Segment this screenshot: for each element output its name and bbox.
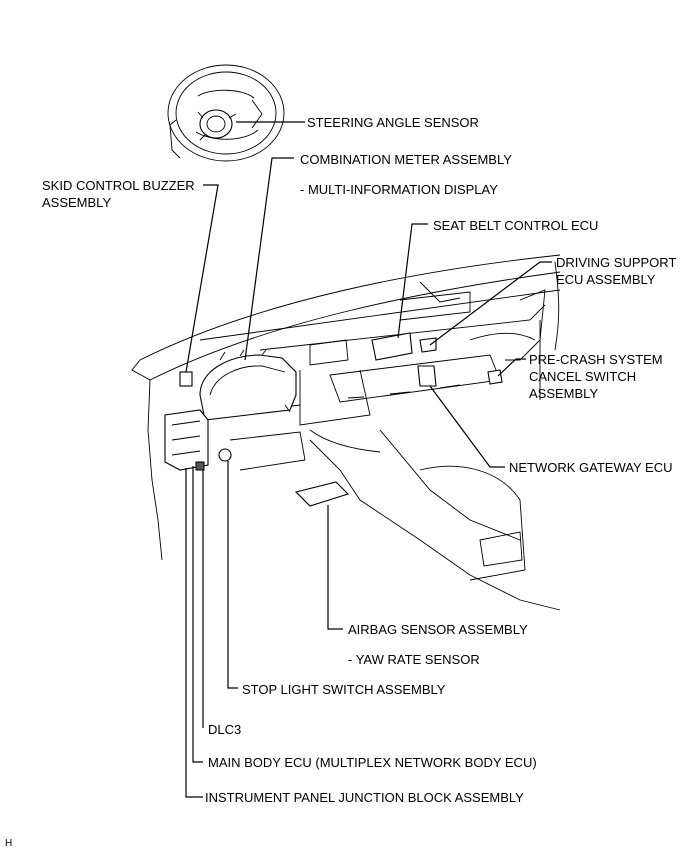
label-main-body-ecu: MAIN BODY ECU (MULTIPLEX NETWORK BODY EC… — [208, 755, 537, 770]
leader-ip-junction — [185, 468, 203, 798]
airbag-sensor-part — [294, 481, 350, 507]
leader-pre-crash — [497, 358, 526, 377]
combination-meter — [199, 349, 297, 421]
label-skid-buzzer: SKID CONTROL BUZZER ASSEMBLY — [42, 178, 195, 210]
label-network-gateway-ecu: NETWORK GATEWAY ECU — [509, 460, 673, 475]
label-dlc3: DLC3 — [208, 722, 242, 737]
leader-combination-meter — [244, 157, 294, 361]
leader-lines — [185, 121, 552, 798]
label-driving-support-ecu: DRIVING SUPPORT ECU ASSEMBLY — [556, 255, 677, 287]
junction-block-part — [164, 409, 209, 471]
label-seat-belt-ecu: SEAT BELT CONTROL ECU — [433, 218, 599, 233]
leader-stop-light — [227, 461, 238, 689]
seat-belt-ecu-part — [371, 332, 413, 361]
skid-buzzer-part — [179, 371, 193, 387]
steering-wheel — [167, 64, 285, 162]
label-yaw-rate-sensor: - YAW RATE SENSOR — [348, 652, 480, 667]
leader-driving-support — [429, 261, 552, 346]
leader-skid-buzzer — [185, 184, 219, 373]
leader-network-gateway — [429, 385, 505, 468]
label-stop-light-switch: STOP LIGHT SWITCH ASSEMBLY — [242, 682, 446, 697]
label-multi-info-display: - MULTI-INFORMATION DISPLAY — [300, 182, 498, 197]
stop-light-switch-part — [218, 448, 232, 462]
label-combination-meter: COMBINATION METER ASSEMBLY — [300, 152, 512, 167]
leader-seat-belt-ecu — [397, 223, 428, 339]
label-pre-crash-switch: PRE-CRASH SYSTEM CANCEL SWITCH ASSEMBLY — [529, 352, 663, 401]
pre-crash-switch-part — [487, 369, 503, 385]
leader-airbag-sensor — [327, 505, 343, 630]
label-steering-angle-sensor: STEERING ANGLE SENSOR — [307, 115, 479, 130]
label-ip-junction-block: INSTRUMENT PANEL JUNCTION BLOCK ASSEMBLY — [205, 790, 524, 805]
figure-code: H — [5, 838, 13, 849]
driving-support-ecu-part — [419, 337, 437, 353]
leader-main-body-ecu — [192, 466, 203, 763]
network-gateway-ecu-part — [417, 365, 437, 387]
label-airbag-sensor: AIRBAG SENSOR ASSEMBLY — [348, 622, 528, 637]
